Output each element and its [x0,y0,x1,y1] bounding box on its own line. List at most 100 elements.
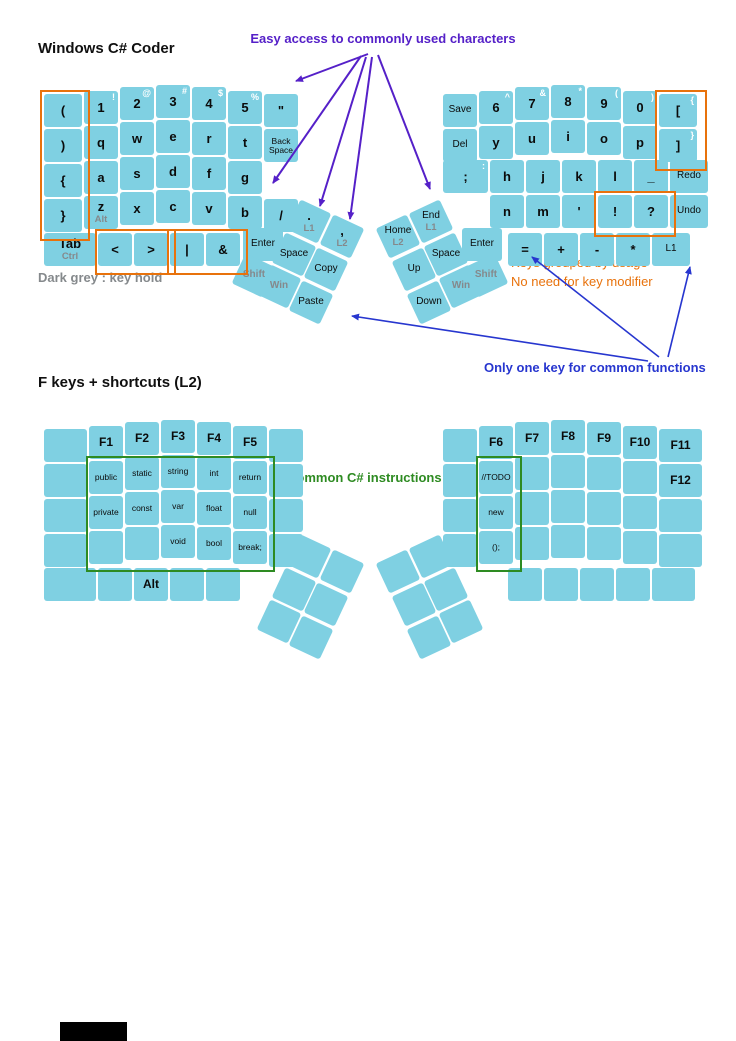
key-e: e [156,120,190,153]
key-label: ; [463,168,468,184]
key-label: F11 [670,438,691,453]
key-label: 6 [492,99,500,115]
key-label-group: F11 [659,429,702,462]
key-t: t [228,126,262,159]
key-label: _ [647,168,655,184]
key-label: h [503,168,511,184]
key-f5: F5 [233,426,267,459]
key-label-group: 5 [228,91,262,124]
key-blank [89,531,123,564]
key-ampersand: & [206,233,240,266]
key-label: void [170,536,186,547]
key-f: f [192,157,226,190]
key-label-group: 0 [623,91,657,124]
key-close-paren: ) [44,129,82,162]
key-label-group: Save [443,94,477,127]
key-shift-label: ) [651,92,654,102]
key-label-group: Back Space [264,129,298,162]
key-x: x [120,192,154,225]
key-apostrophe: ' [562,195,596,228]
key-label-group: * [616,233,650,266]
key-semicolon: :; [443,160,488,193]
key-static: static [125,457,159,490]
key-label-group: ? [634,195,668,228]
key-label: //TODO [481,472,511,483]
key-label-group [170,568,204,601]
key-hold-label: L2 [336,238,348,250]
key-label-group: F12 [659,464,702,497]
key-label-group: m [526,195,560,228]
key-label: r [206,130,212,146]
key-blank [580,568,614,601]
key-win: Win [438,264,484,309]
key-label: private [93,507,119,518]
key-greater-than: > [134,233,168,266]
key-label-group: - [580,233,614,266]
key-label: Back Space [268,135,294,155]
key-label: & [218,241,228,257]
key-label: L1 [665,243,677,255]
key-label-group: F8 [551,420,585,453]
key-open-paren: ( [44,94,82,127]
key-label-group: Enter [243,228,283,261]
key-label-group: c [156,190,190,223]
key-w: w [120,122,154,155]
key-label: + [557,241,565,257]
key-label: Enter [470,238,494,250]
key-label: = [521,241,529,257]
key-label: { [60,172,66,188]
key-h: h [490,160,524,193]
highlight-box-exclaim-question [594,191,676,237]
key-label: - [594,241,600,257]
key-shift-label: { [690,95,694,105]
key-label: Home [384,225,412,236]
key-hold-label: Alt [94,214,108,226]
key-label: i [566,128,570,144]
key-label-group: var [161,490,195,523]
key-label-group: 8 [551,85,585,118]
key-label: e [169,128,177,144]
key-label-group: s [120,157,154,190]
key-3: #3 [156,85,190,118]
key-label-group [325,555,359,588]
key-null: null [233,496,267,529]
key-label-group: Copy [309,253,343,286]
key-label-group [44,464,87,497]
key-shift-label: $ [217,88,223,98]
key-blank [443,464,477,497]
key-blank [44,568,96,601]
key-label: null [243,507,257,518]
key-bool: bool [197,527,231,560]
key-underscore: _ [634,160,668,193]
key-var: var [161,490,195,523]
key-f10: F10 [623,426,657,459]
key-label: break; [238,542,262,553]
key-label-group [551,455,585,488]
key-plus: + [544,233,578,266]
key-label-group [98,568,132,601]
key-label-group: / [264,199,298,232]
key-label-group: l [598,160,632,193]
key-label: x [133,200,141,216]
key-label: F2 [134,431,149,446]
key-label: Space [279,248,309,260]
key-n: n [490,195,524,228]
key-private: private [89,496,123,529]
key-label: l [613,168,617,184]
key-label-group [44,499,87,532]
key-open-brace: { [44,164,82,197]
layer2-title: F keys + shortcuts (L2) [38,374,202,391]
key-label-group [262,605,296,638]
key-label-group: f [192,157,226,190]
key-label-group: new [479,496,513,529]
key-label: Save [448,104,472,116]
key-label-group: const [125,492,159,525]
key-label-group: int [197,457,231,490]
key-label-group [412,621,446,654]
key-4: $4 [192,87,226,120]
key-f8: F8 [551,420,585,453]
key-paste: Paste [288,280,334,325]
key-label-group [623,531,657,564]
key-f7: F7 [515,422,549,455]
key-save: Save [443,94,477,127]
